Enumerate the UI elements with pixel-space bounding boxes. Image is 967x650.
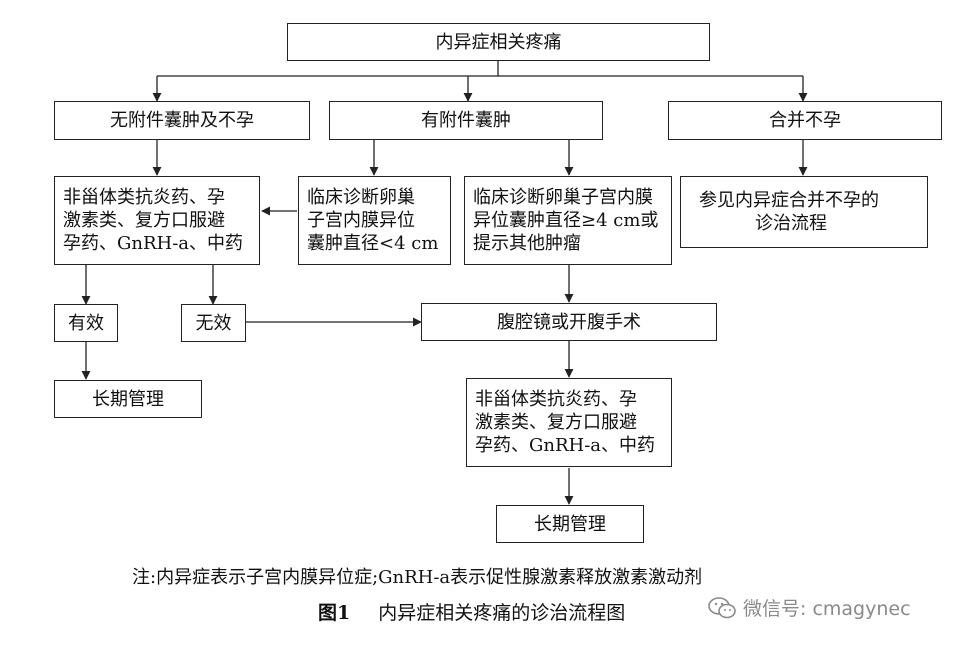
node-cyst-large-line-1: 临床诊断卵巢子宫内膜 [473,187,653,208]
node-drugs-1-line-3: 孕药、GnRH-a、中药 [63,233,244,254]
node-drugs-1-line-2: 激素类、复方口服避 [63,210,225,231]
node-cyst-large: 临床诊断卵巢子宫内膜 异位囊肿直径≥4 cm或 提示其他肿瘤 [464,176,672,265]
watermark: 微信号: cmagynec [707,594,911,621]
node-surgery: 腹腔镜或开腹手术 [421,303,717,341]
node-surgery-label: 腹腔镜或开腹手术 [497,311,641,333]
node-no-cyst-label: 无附件囊肿及不孕 [110,110,254,131]
node-cyst-label: 有附件囊肿 [421,110,511,131]
node-cyst: 有附件囊肿 [329,101,603,140]
node-infertile: 合并不孕 [668,101,942,140]
node-longterm-1: 长期管理 [54,380,202,418]
node-effective: 有效 [54,304,118,342]
node-root: 内异症相关疼痛 [287,23,710,61]
figure-note: 注:内异症表示子宫内膜异位症;GnRH-a表示促性腺激素释放激素激动剂 [132,567,703,588]
node-see-infertile: 参见内异症合并不孕的 诊治流程 [680,176,928,248]
node-drugs-2-line-1: 非甾体类抗炎药、孕 [475,389,637,410]
node-cyst-small-line-1: 临床诊断卵巢 [307,187,415,208]
figure-title: 内异症相关疼痛的诊治流程图 [378,602,626,624]
node-cyst-large-line-2: 异位囊肿直径≥4 cm或 [473,210,659,231]
wechat-icon [708,596,736,618]
node-drugs-2: 非甾体类抗炎药、孕 激素类、复方口服避 孕药、GnRH-a、中药 [466,378,672,467]
node-drugs-1: 非甾体类抗炎药、孕 激素类、复方口服避 孕药、GnRH-a、中药 [54,176,260,265]
node-ineffective-label: 无效 [195,312,232,334]
node-cyst-large-line-3: 提示其他肿瘤 [473,233,581,254]
node-see-infertile-line-2: 诊治流程 [755,213,827,234]
node-longterm-2: 长期管理 [496,505,644,543]
node-drugs-1-line-1: 非甾体类抗炎药、孕 [63,187,225,208]
node-drugs-2-line-2: 激素类、复方口服避 [475,412,637,433]
figure-number: 图1 [318,602,351,624]
node-no-cyst: 无附件囊肿及不孕 [54,101,310,140]
node-cyst-small-line-3: 囊肿直径<4 cm [307,233,439,254]
node-longterm-2-label: 长期管理 [534,513,606,535]
figure-caption: 图1 内异症相关疼痛的诊治流程图 [318,598,625,625]
watermark-text: 微信号: cmagynec [743,598,911,620]
node-cyst-small: 临床诊断卵巢 子宫内膜异位 囊肿直径<4 cm [298,176,451,265]
node-ineffective: 无效 [181,304,246,342]
node-root-label: 内异症相关疼痛 [435,31,562,53]
node-cyst-small-line-2: 子宫内膜异位 [307,210,415,231]
node-effective-label: 有效 [68,312,104,334]
node-longterm-1-label: 长期管理 [92,388,164,410]
node-drugs-2-line-3: 孕药、GnRH-a、中药 [475,435,656,456]
node-see-infertile-line-1: 参见内异症合并不孕的 [699,190,879,211]
node-infertile-label: 合并不孕 [769,110,841,131]
